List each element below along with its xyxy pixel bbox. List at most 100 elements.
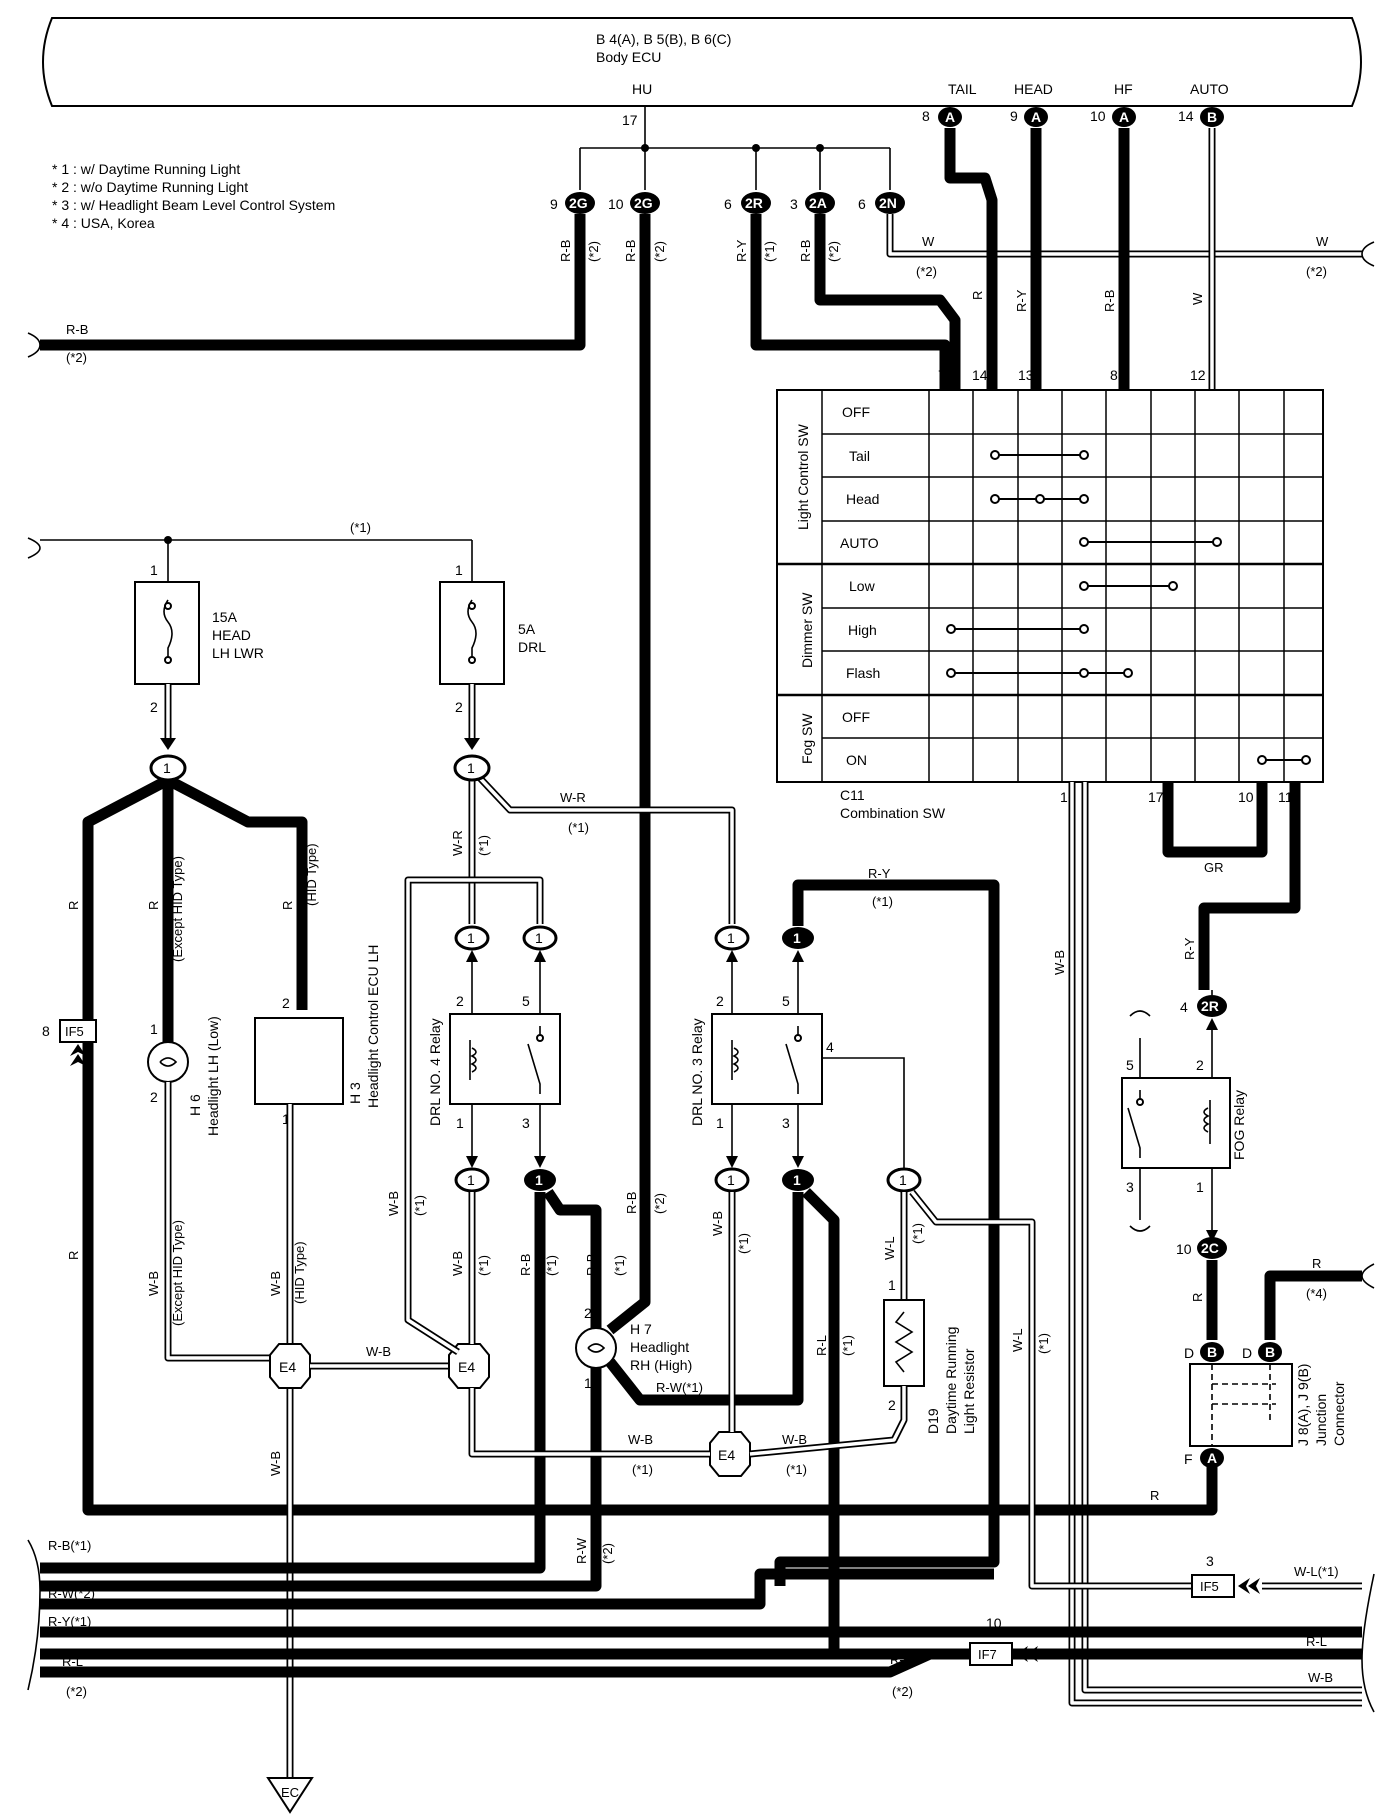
drl-junction: 1 W-R (*1) W-R (*1) W-B (*1) bbox=[386, 754, 736, 1355]
lh-head-junction: 1 R R (Except HID Type) R (HID Type) R bbox=[66, 754, 1218, 1516]
harness-right-rl: R-L bbox=[1306, 1634, 1327, 1649]
d19-pin-1: 1 bbox=[888, 1277, 896, 1293]
wire-right-w-note: (*2) bbox=[1306, 264, 1327, 279]
wire-wb-16: W-B bbox=[1052, 950, 1067, 975]
drl3-pin-2: 2 bbox=[716, 993, 724, 1009]
jc-name1: Junction bbox=[1313, 1394, 1329, 1446]
wire-drl4-rb-a: R-B bbox=[518, 1254, 533, 1276]
h3-name: Headlight Control ECU LH bbox=[365, 945, 381, 1108]
ecu-pin-hu-label: HU bbox=[632, 81, 652, 97]
wire-h7-rb: R-B bbox=[624, 1192, 639, 1214]
wire-d19-wl: W-L bbox=[882, 1236, 897, 1260]
cs-row-tail: Tail bbox=[849, 448, 870, 464]
fuse-head-lh: 1 15A HEAD LH LWR 2 bbox=[134, 562, 264, 750]
h6-pin-1: 1 bbox=[150, 1021, 158, 1037]
wire-wr-h: W-R bbox=[560, 790, 586, 805]
j2g-a-code: 2G bbox=[569, 195, 588, 211]
wire-2g-b-note: (*2) bbox=[652, 241, 667, 262]
ecu-name: Body ECU bbox=[596, 49, 661, 65]
fuse-2-amp: 5A bbox=[518, 621, 536, 637]
jc-name2: Connector bbox=[1331, 1381, 1347, 1446]
d19-name2: Light Resistor bbox=[961, 1348, 977, 1434]
j2g-b-code: 2G bbox=[634, 195, 653, 211]
fuse-1-name2: LH LWR bbox=[212, 645, 264, 661]
note-1: * 1 : w/ Daytime Running Light bbox=[52, 161, 240, 177]
fog-pin-2: 2 bbox=[1196, 1057, 1204, 1073]
cs-row-fog-on: ON bbox=[846, 752, 867, 768]
if5-right-code: IF5 bbox=[1200, 1579, 1219, 1594]
wire-drl-wr-note: (*1) bbox=[476, 835, 491, 856]
cs-row-auto: AUTO bbox=[840, 535, 879, 551]
fuse-2-pin-top: 1 bbox=[455, 562, 463, 578]
cs-pin-10: 10 bbox=[1238, 789, 1254, 805]
h3-pin-2: 2 bbox=[282, 995, 290, 1011]
note-3: * 3 : w/ Headlight Beam Level Control Sy… bbox=[52, 197, 335, 213]
wire-h7-rw-note: (*2) bbox=[600, 1543, 615, 1564]
h3-pin-1: 1 bbox=[282, 1111, 290, 1127]
wire-hid-type-a: (HID Type) bbox=[304, 843, 319, 906]
fog-2c-num: 10 bbox=[1176, 1241, 1192, 1257]
wire-fog-r: R bbox=[1190, 1293, 1205, 1302]
wire-h3-hid: (HID Type) bbox=[292, 1241, 307, 1304]
jc-pin-f: F bbox=[1184, 1451, 1193, 1467]
drl3-top-1a: 1 bbox=[727, 930, 735, 946]
wire-drl3-wb-note: (*1) bbox=[736, 1233, 751, 1254]
cs-pin-17: 17 bbox=[1148, 789, 1164, 805]
h7-headlight-rh-high: 2 1 H 7 Headlight RH (High) R-W(*1) R-W … bbox=[40, 1192, 804, 1592]
h7-pin-1: 1 bbox=[584, 1375, 592, 1391]
wire-drl4-rb-b-note: (*1) bbox=[612, 1255, 627, 1276]
wire-fog-ry: R-Y bbox=[1182, 937, 1197, 960]
fuse-drl: 1 5A DRL 2 bbox=[439, 562, 546, 750]
wire-h6-wb: W-B bbox=[146, 1271, 161, 1296]
wire-2r: R-Y bbox=[734, 239, 749, 262]
harness-rl-note: (*2) bbox=[66, 1684, 87, 1699]
wire-drl3-ry-note: (*1) bbox=[872, 894, 893, 909]
harness-rl: R-L bbox=[62, 1654, 83, 1669]
wire-drl4-out-note: (*1) bbox=[476, 1255, 491, 1276]
drl3-top-1b: 1 bbox=[793, 930, 801, 946]
if5-right: 3 IF5 W-L(*1) bbox=[1191, 1553, 1362, 1598]
wire-lower-wb-b: W-B bbox=[782, 1432, 807, 1447]
cs-row-fog-off: OFF bbox=[842, 709, 870, 725]
drl4-name: DRL NO. 4 Relay bbox=[427, 1018, 443, 1126]
d19-pin-2: 2 bbox=[888, 1397, 896, 1413]
wire-hf: R-B bbox=[1102, 290, 1117, 312]
j2r-num: 6 bbox=[724, 196, 732, 212]
jc-pin-d-b: D bbox=[1242, 1345, 1252, 1361]
fog-2r-code: 2R bbox=[1201, 998, 1219, 1014]
top-junction-wires: R-B (*2) R-B (*2) R-B (*2) R-Y (*1) R-B … bbox=[40, 214, 1362, 1335]
h7-code: H 7 bbox=[630, 1321, 652, 1337]
wire-drl3-ry: R-Y bbox=[868, 866, 891, 881]
wire-wr-h-note: (*1) bbox=[568, 820, 589, 835]
cs-group-fog: Fog SW bbox=[799, 713, 815, 764]
cs-row-off: OFF bbox=[842, 404, 870, 420]
fuse-2-name: DRL bbox=[518, 639, 546, 655]
wire-drl3-rl: R-L bbox=[814, 1335, 829, 1356]
if5-left-num: 8 bbox=[42, 1023, 50, 1039]
ecu-pin-tail-conn: A bbox=[945, 109, 955, 125]
wire-drl4-out-wb: W-B bbox=[450, 1251, 465, 1276]
wire-rw1: R-W(*1) bbox=[656, 1380, 703, 1395]
ecu-pin-hf-num: 10 bbox=[1090, 108, 1106, 124]
wire-h3-wb-a: W-B bbox=[268, 1271, 283, 1296]
fuse-1-pin-top: 1 bbox=[150, 562, 158, 578]
wire-if5-wl1: W-L(*1) bbox=[1294, 1564, 1339, 1579]
cs-pin-7: 7 bbox=[938, 367, 946, 383]
wire-jc-r: R bbox=[1312, 1256, 1321, 1271]
ecu-pin-hu-num: 17 bbox=[622, 112, 638, 128]
jc-code: J 8(A), J 9(B) bbox=[1295, 1364, 1311, 1446]
harness-rl-mid-note: (*2) bbox=[892, 1684, 913, 1699]
wire-h6-except-hid: (Except HID Type) bbox=[170, 1220, 185, 1326]
cs-row-low: Low bbox=[849, 578, 876, 594]
bottom-harness: R-B(*1) R-W(*2) R-Y(*1) R-L (*2) R-L (*2… bbox=[40, 1538, 1362, 1699]
jc-conn-b-a: B bbox=[1207, 1344, 1217, 1360]
top-junctions: 9 2G 10 2G 6 2R 3 2A 6 2N bbox=[550, 192, 905, 214]
wire-left-rb-note: (*2) bbox=[66, 350, 87, 365]
wire-h7-rb-note: (*2) bbox=[652, 1193, 667, 1214]
cs-row-high: High bbox=[848, 622, 877, 638]
wire-left-rb: R-B bbox=[66, 322, 88, 337]
switch-contacts bbox=[946, 450, 1311, 765]
jc-pin-d-a: D bbox=[1184, 1345, 1194, 1361]
ecu-pin-head-num: 9 bbox=[1010, 108, 1018, 124]
